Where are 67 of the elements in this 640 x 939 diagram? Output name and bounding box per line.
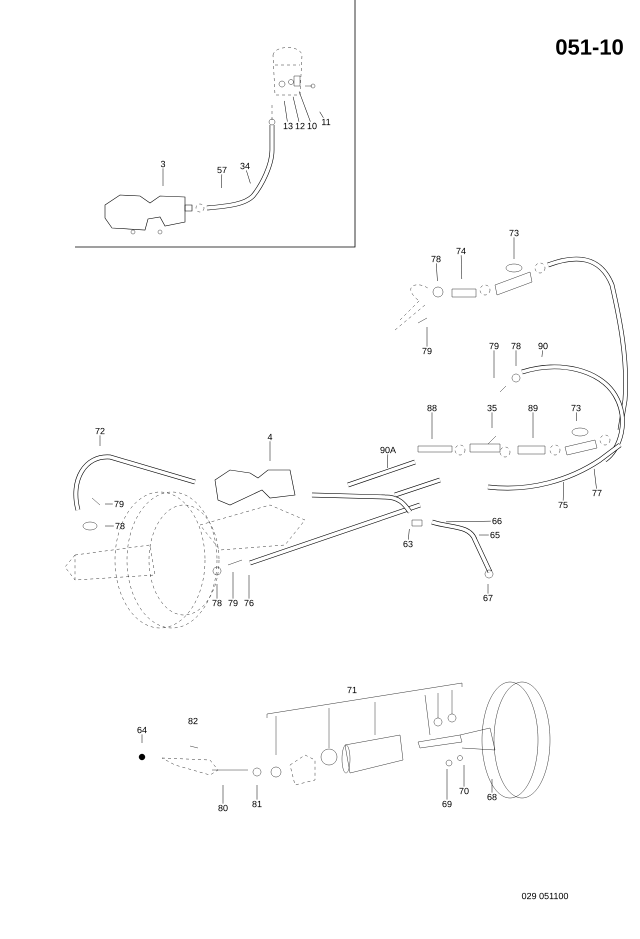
callout-number: 79 bbox=[422, 348, 432, 354]
leader-line bbox=[460, 255, 462, 280]
leader-line bbox=[221, 174, 222, 188]
callout-number: 77 bbox=[592, 490, 602, 496]
callout-number: 73 bbox=[509, 230, 519, 236]
leader-line bbox=[436, 263, 438, 282]
callout-number: 67 bbox=[483, 594, 493, 602]
callout-number: 72 bbox=[95, 428, 105, 434]
callout-number: 82 bbox=[188, 718, 198, 724]
callout-number: 76 bbox=[244, 600, 254, 606]
callout-number: 90 bbox=[538, 342, 548, 350]
leader-line bbox=[446, 520, 492, 522]
leader-line bbox=[426, 326, 428, 347]
leader-line bbox=[246, 170, 251, 184]
callout-number: 35 bbox=[487, 404, 497, 412]
callout-number: 73 bbox=[571, 404, 581, 412]
drawing-number: 029 051100 bbox=[522, 892, 568, 900]
callout-number: 65 bbox=[490, 532, 500, 538]
leader-line bbox=[216, 584, 218, 599]
leader-line bbox=[594, 468, 597, 489]
callout-number: 11 bbox=[322, 118, 330, 126]
callout-number: 10 bbox=[308, 122, 317, 130]
callout-number: 90A bbox=[380, 446, 396, 454]
callout-number: 4 bbox=[268, 434, 272, 440]
leader-line bbox=[387, 454, 388, 468]
callout-number: 13 bbox=[284, 122, 293, 130]
leader-line bbox=[319, 111, 324, 118]
callout-number: 75 bbox=[558, 502, 568, 508]
callout-number: 69 bbox=[442, 800, 452, 808]
callout-number: 3 bbox=[160, 160, 166, 168]
callout-number: 89 bbox=[528, 404, 538, 412]
callout-number: 64 bbox=[137, 726, 147, 734]
callout-number: 78 bbox=[511, 342, 521, 350]
leader-line bbox=[478, 534, 490, 536]
leader-line bbox=[222, 784, 224, 804]
callout-number: 79 bbox=[489, 342, 499, 350]
callout-number: 78 bbox=[115, 522, 125, 530]
leader-line bbox=[162, 168, 164, 186]
callout-number: 66 bbox=[492, 518, 502, 524]
callout-number: 70 bbox=[459, 788, 469, 794]
callout-number: 79 bbox=[114, 500, 124, 508]
leader-line bbox=[256, 784, 258, 800]
leader-line bbox=[232, 572, 234, 599]
callout-number: 79 bbox=[228, 600, 238, 606]
leader-line bbox=[298, 91, 311, 122]
callout-number: 71 bbox=[347, 686, 357, 694]
leader-line bbox=[292, 96, 300, 122]
leader-line bbox=[284, 100, 288, 122]
page-number: 051-10 bbox=[556, 39, 623, 55]
leader-line bbox=[576, 412, 577, 422]
leader-line bbox=[408, 528, 410, 540]
leader-line bbox=[446, 768, 448, 800]
callout-number: 78 bbox=[212, 600, 222, 606]
callout-number: 88 bbox=[427, 404, 437, 412]
leader-line bbox=[542, 350, 543, 358]
callout-number: 57 bbox=[217, 166, 227, 174]
callout-number: 81 bbox=[252, 800, 262, 808]
leader-line bbox=[248, 574, 250, 599]
callout-number: 68 bbox=[487, 794, 497, 800]
callout-number: 78 bbox=[431, 256, 441, 262]
callout-number: 34 bbox=[240, 162, 250, 170]
callout-number: 12 bbox=[296, 122, 305, 130]
callout-number: 63 bbox=[403, 540, 413, 548]
leader-line bbox=[562, 482, 564, 501]
callout-number: 74 bbox=[456, 248, 466, 254]
callout-number: 80 bbox=[218, 804, 228, 812]
leader-line bbox=[532, 412, 534, 438]
